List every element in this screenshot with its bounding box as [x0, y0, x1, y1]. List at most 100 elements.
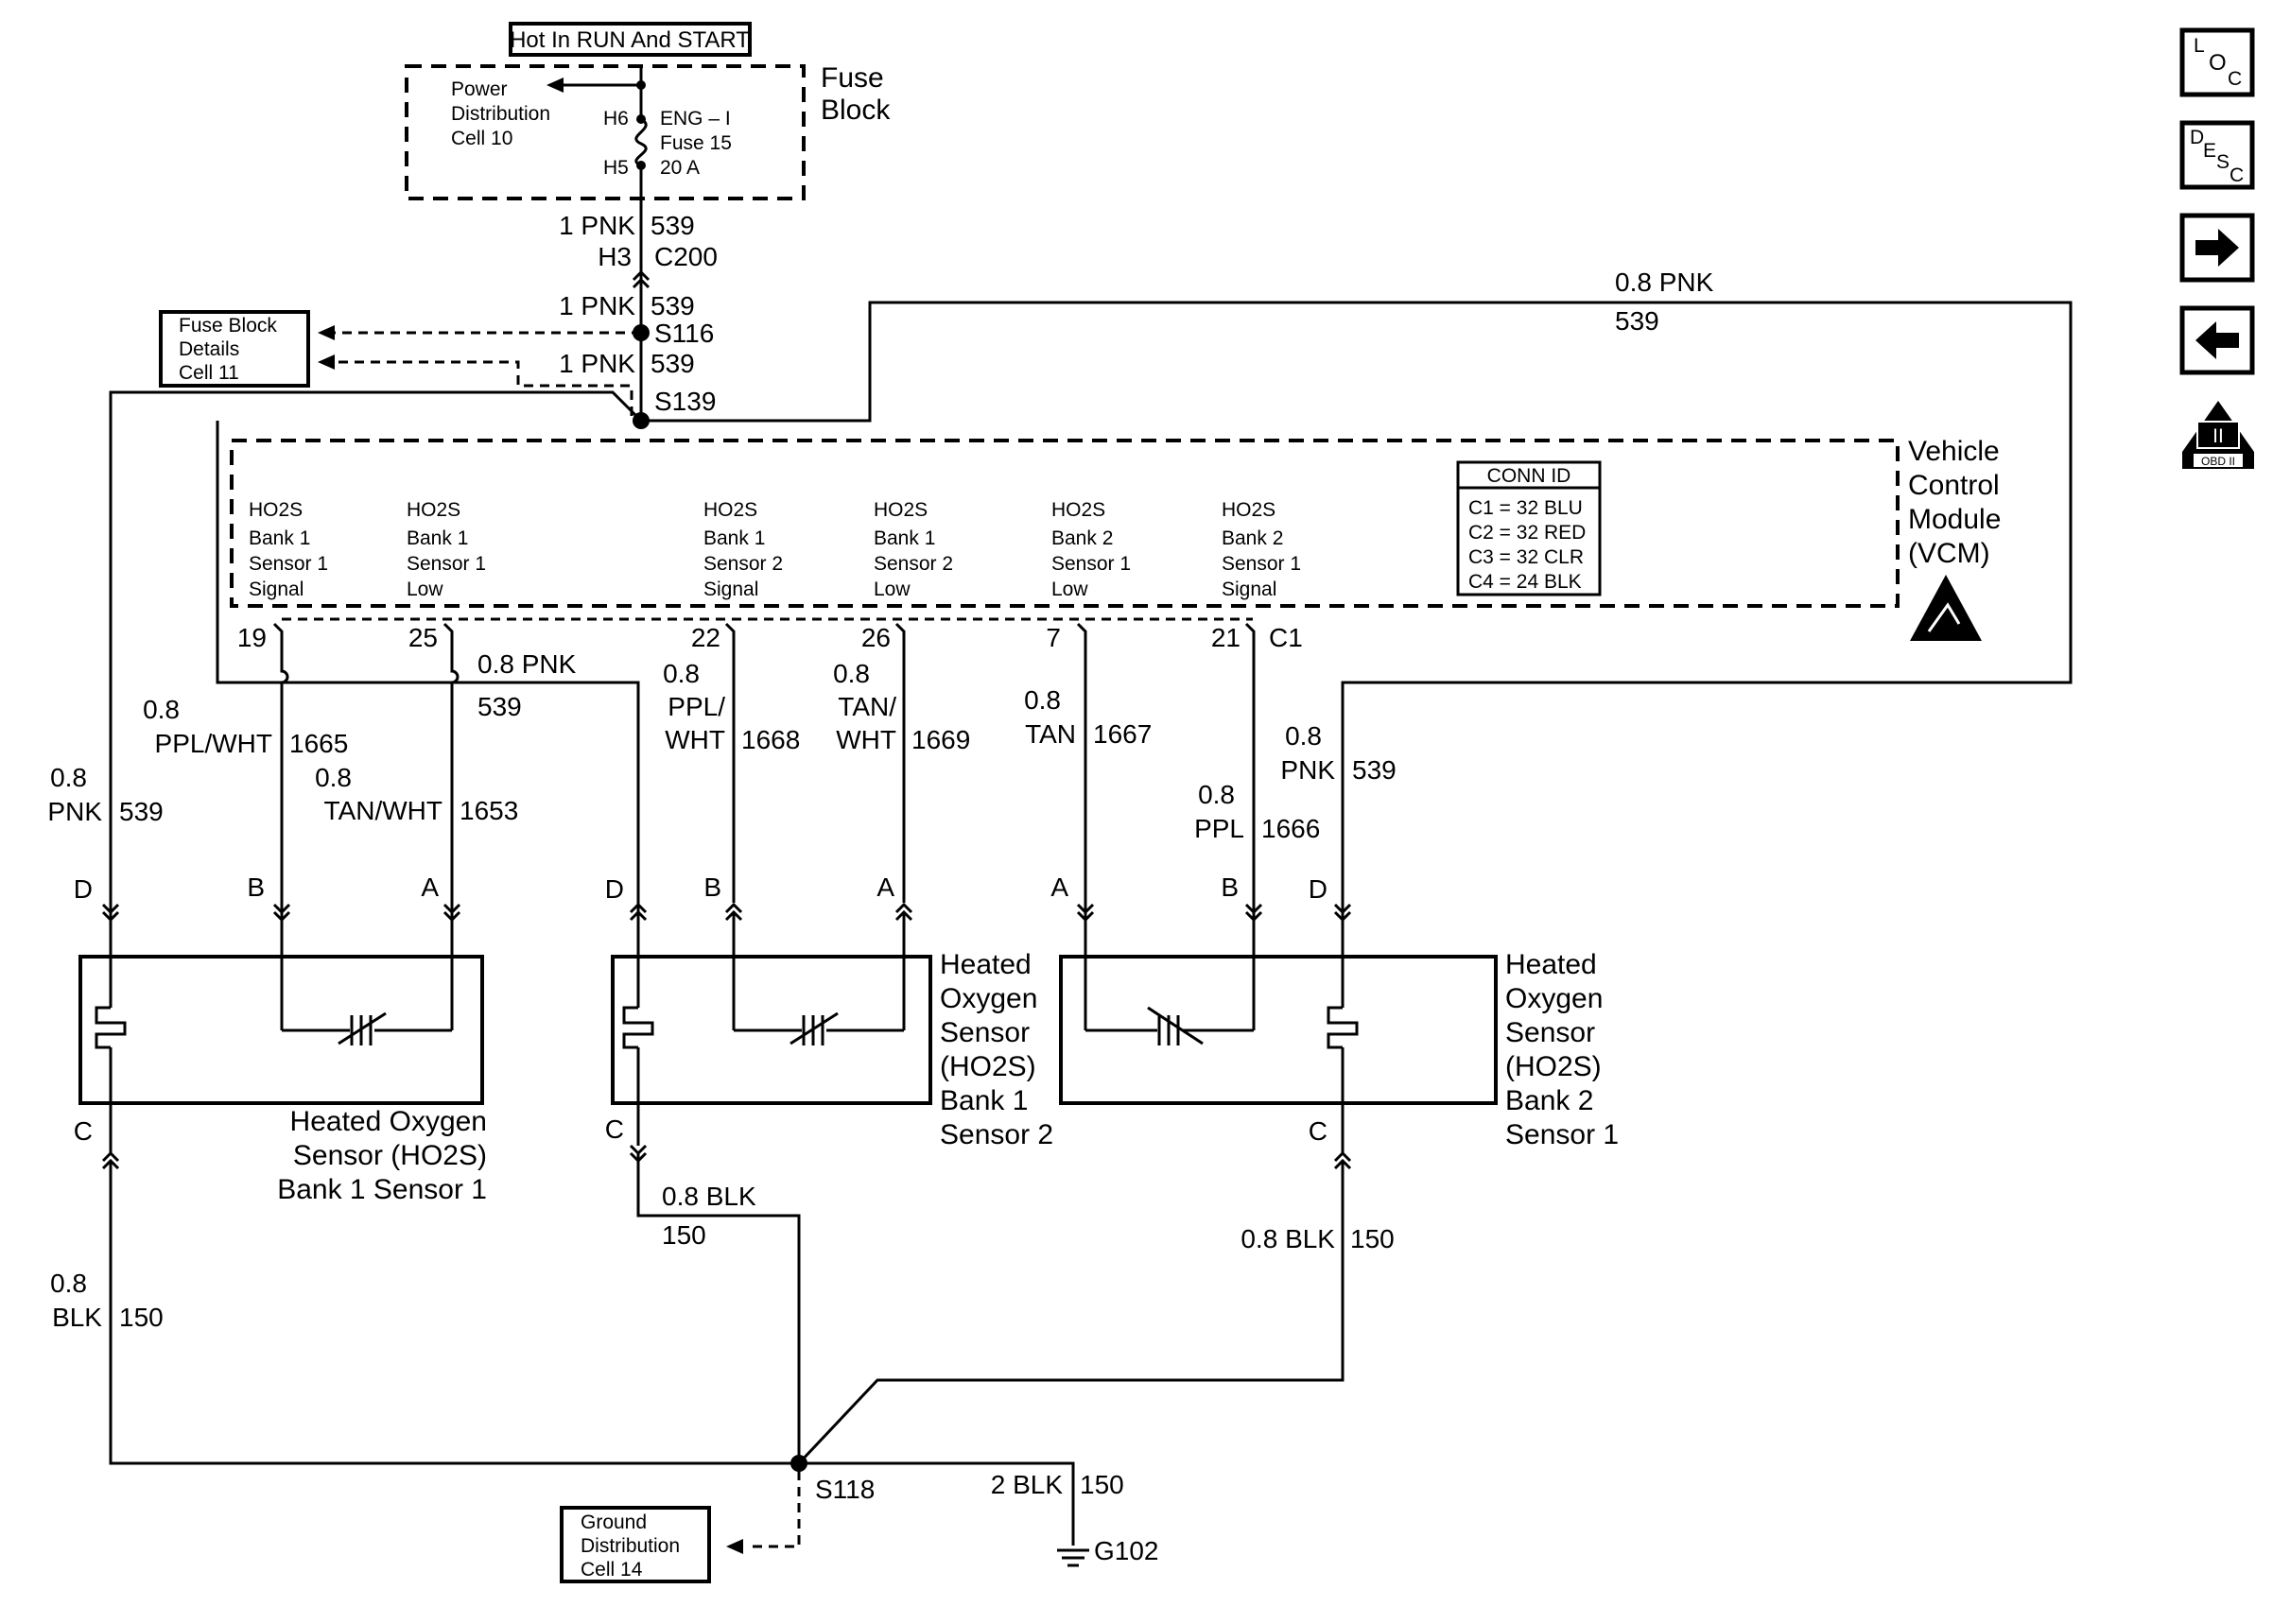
svg-text:0.8: 0.8: [50, 763, 87, 792]
arrow-left-icon: [726, 1539, 743, 1554]
pin-number: 21: [1211, 623, 1241, 652]
svg-text:S118: S118: [815, 1475, 875, 1504]
svg-text:1 PNK: 1 PNK: [559, 349, 635, 378]
fuse-icon: [634, 66, 648, 199]
svg-text:C1 = 32 BLU: C1 = 32 BLU: [1468, 497, 1583, 519]
loc-button[interactable]: L O C: [2179, 27, 2255, 97]
svg-text:20 A: 20 A: [660, 157, 700, 179]
svg-text:C: C: [2228, 68, 2242, 90]
svg-text:C1: C1: [1269, 623, 1303, 652]
svg-text:OBD II: OBD II: [2201, 455, 2235, 468]
svg-text:C2 = 32 RED: C2 = 32 RED: [1468, 522, 1586, 544]
svg-text:Heated: Heated: [1505, 949, 1597, 980]
svg-text:PNK: PNK: [1280, 755, 1335, 785]
sensor-bank2-sensor1: Heated Oxygen Sensor (HO2S) Bank 2 Senso…: [1059, 949, 1619, 1150]
svg-text:Sensor 1: Sensor 1: [249, 553, 328, 575]
svg-text:A: A: [1050, 872, 1068, 902]
pin-7-label: HO2S Bank 2 Sensor 1 Low: [1051, 499, 1131, 600]
svg-text:0.8: 0.8: [315, 763, 352, 792]
svg-text:150: 150: [1080, 1470, 1124, 1499]
esd-warning-icon: [1910, 575, 1982, 641]
svg-text:Sensor 2: Sensor 2: [940, 1119, 1053, 1150]
svg-text:Cell 10: Cell 10: [451, 128, 512, 149]
svg-text:Details: Details: [179, 338, 239, 360]
svg-text:1 PNK: 1 PNK: [559, 291, 635, 320]
svg-text:539: 539: [1615, 306, 1659, 336]
svg-text:Bank 1 Sensor 1: Bank 1 Sensor 1: [277, 1174, 487, 1205]
svg-text:Signal: Signal: [703, 579, 758, 600]
svg-text:1666: 1666: [1261, 814, 1320, 843]
svg-text:1668: 1668: [741, 725, 800, 754]
svg-text:HO2S: HO2S: [407, 499, 460, 521]
svg-text:0.8 BLK: 0.8 BLK: [1241, 1224, 1335, 1253]
svg-text:O: O: [2209, 50, 2227, 76]
svg-text:0.8: 0.8: [1024, 685, 1061, 715]
svg-text:C: C: [74, 1116, 93, 1146]
svg-text:S: S: [2216, 151, 2230, 173]
svg-text:Fuse Block: Fuse Block: [179, 315, 277, 337]
ground-icon: [1057, 1548, 1089, 1567]
next-page-button[interactable]: [2179, 213, 2255, 283]
heater-icon: [95, 1006, 127, 1049]
svg-text:0.8: 0.8: [833, 659, 870, 688]
previous-page-button[interactable]: [2179, 305, 2255, 375]
svg-text:539: 539: [1352, 755, 1397, 785]
svg-text:Ground: Ground: [581, 1512, 647, 1533]
power-distribution-ref: Power: [451, 78, 508, 100]
svg-text:B: B: [1221, 872, 1239, 902]
svg-text:Sensor 2: Sensor 2: [874, 553, 953, 575]
svg-text:C4 = 24 BLK: C4 = 24 BLK: [1468, 571, 1582, 593]
vcm-module: Vehicle Control Module (VCM) CONN ID C1 …: [230, 436, 2001, 652]
svg-text:C: C: [1309, 1116, 1327, 1146]
svg-text:Sensor 1: Sensor 1: [1505, 1119, 1619, 1150]
pin-number: 25: [408, 623, 438, 652]
svg-text:Low: Low: [407, 579, 443, 600]
connector-c200-symbol: [632, 269, 651, 289]
svg-text:Bank 1: Bank 1: [874, 527, 935, 549]
svg-text:WHT: WHT: [665, 725, 725, 754]
sensor-bank1-sensor1: Heated Oxygen Sensor (HO2S) Bank 1 Senso…: [78, 955, 487, 1205]
svg-text:Low: Low: [874, 579, 911, 600]
svg-text:Block: Block: [821, 95, 891, 126]
svg-text:Bank 1: Bank 1: [407, 527, 468, 549]
arrow-left-icon: [318, 354, 335, 370]
fuse-block-details-link[interactable]: Fuse Block Details Cell 11: [159, 310, 310, 388]
ground-distribution-link[interactable]: Ground Distribution Cell 14: [560, 1506, 711, 1583]
svg-text:TAN: TAN: [1025, 719, 1076, 749]
svg-text:Heated Oxygen: Heated Oxygen: [290, 1106, 487, 1137]
svg-text:Oxygen: Oxygen: [940, 983, 1037, 1014]
svg-text:1 PNK: 1 PNK: [559, 211, 635, 240]
svg-text:Low: Low: [1051, 579, 1088, 600]
obd-ii-button[interactable]: II OBD II: [2182, 401, 2254, 469]
svg-text:Sensor 1: Sensor 1: [407, 553, 486, 575]
fuse-block-name: Fuse: [821, 62, 884, 94]
desc-button[interactable]: D E S C: [2179, 120, 2255, 190]
svg-text:1669: 1669: [911, 725, 970, 754]
svg-text:C: C: [2230, 164, 2244, 186]
svg-text:B: B: [703, 872, 721, 902]
svg-text:TAN/: TAN/: [838, 692, 896, 721]
svg-text:0.8: 0.8: [1198, 780, 1235, 809]
svg-text:Sensor (HO2S): Sensor (HO2S): [293, 1140, 487, 1171]
svg-text:C: C: [605, 1114, 624, 1144]
svg-text:1653: 1653: [460, 796, 518, 825]
arrow-left-icon: [547, 78, 564, 93]
svg-text:Fuse 15: Fuse 15: [660, 132, 732, 154]
fuse-block-outline: [405, 64, 806, 200]
svg-text:539: 539: [119, 797, 164, 826]
hot-label-box: [509, 22, 752, 57]
power-feed: 1 PNK 539 H3 C200 1 PNK 539 S116 1 PNK 5…: [109, 199, 2073, 912]
pin-number: 26: [861, 623, 891, 652]
svg-text:Sensor 1: Sensor 1: [1051, 553, 1131, 575]
svg-text:HO2S: HO2S: [1051, 499, 1105, 521]
svg-text:HO2S: HO2S: [703, 499, 757, 521]
svg-text:PPL/WHT: PPL/WHT: [155, 729, 272, 758]
svg-text:A: A: [421, 872, 439, 902]
splice-s118: [790, 1455, 807, 1472]
arrow-right-icon: [2195, 229, 2239, 267]
pin-number: 7: [1046, 623, 1061, 652]
svg-text:Bank 2: Bank 2: [1051, 527, 1113, 549]
